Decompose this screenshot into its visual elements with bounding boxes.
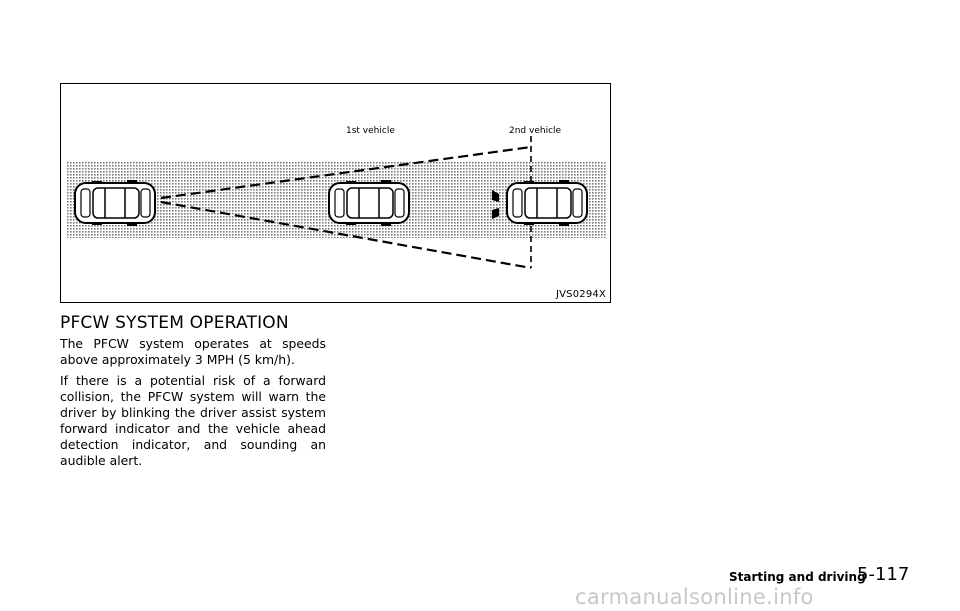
own-vehicle: [74, 179, 156, 227]
paragraph-speed: The PFCW system operates at speeds above…: [60, 336, 326, 367]
section-heading: PFCW SYSTEM OPERATION: [60, 313, 289, 333]
first-vehicle: [328, 179, 410, 227]
paragraph-warning: If there is a potential risk of a forwar…: [60, 373, 326, 468]
diagram-figure: 1st vehicle 2nd vehicle JVS0294X: [60, 83, 611, 303]
watermark: carmanualsonline.info: [575, 585, 814, 609]
pfcw-diagram: 1st vehicle 2nd vehicle: [67, 126, 606, 270]
vehicle-2-label: 2nd vehicle: [509, 126, 562, 136]
brake-light-icon: [492, 190, 499, 202]
detection-line-upper: [160, 145, 532, 200]
second-vehicle: [506, 179, 588, 227]
vehicle-1-label: 1st vehicle: [346, 126, 395, 136]
page-number: 5-117: [857, 564, 910, 585]
figure-id: JVS0294X: [555, 289, 606, 300]
detection-line-lower: [160, 200, 532, 270]
footer-section-title: Starting and driving: [729, 570, 866, 584]
brake-light-icon: [492, 208, 499, 219]
